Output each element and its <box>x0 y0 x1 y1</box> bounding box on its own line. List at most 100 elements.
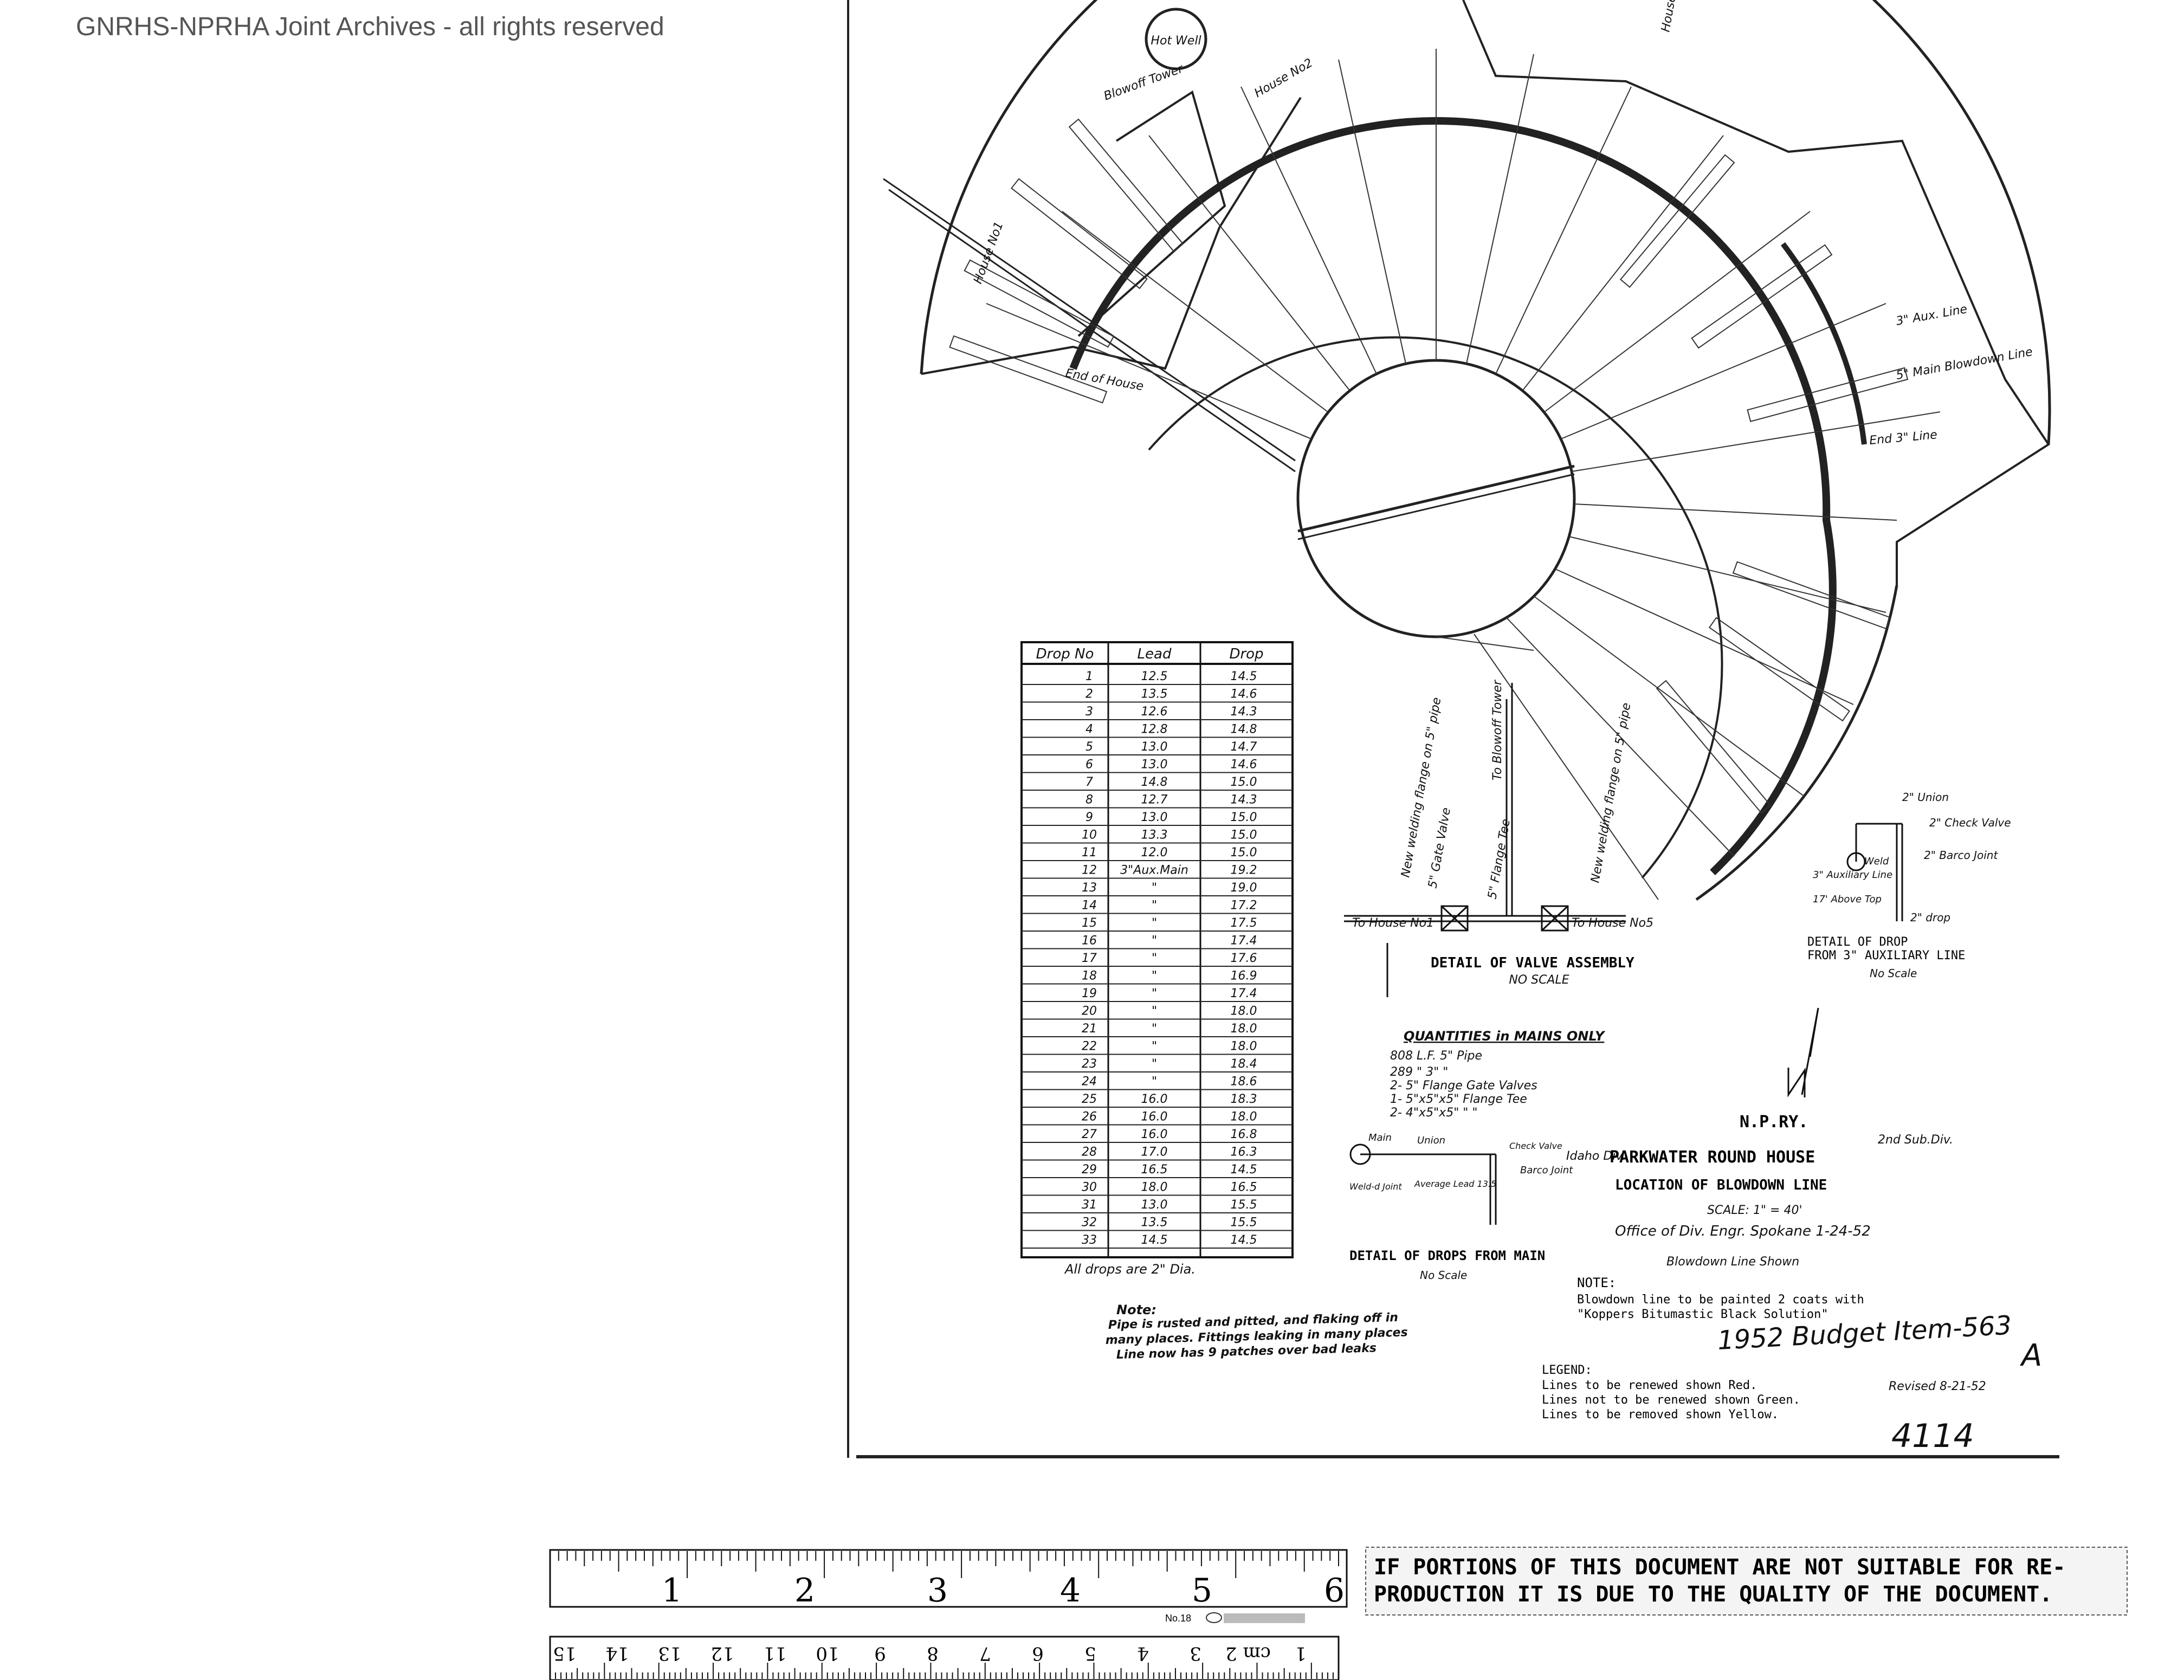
cm-label: 3 <box>1190 1643 1201 1664</box>
note-right-line-2: "Koppers Bitumastic Black Solution" <box>1577 1308 1828 1321</box>
drops-main-title: DETAIL OF DROPS FROM MAIN <box>1349 1248 1545 1263</box>
table-cell-drop-no: 19 <box>1082 987 1097 1000</box>
table-cell-drop-no: 15 <box>1082 916 1097 930</box>
legend-line-2: Lines not to be renewed shown Green. <box>1542 1393 1800 1407</box>
aux-weld-label: Weld <box>1864 856 1889 867</box>
table-cell-drop: 17.4 <box>1231 934 1257 948</box>
note-left: Note: Pipe is rusted and pitted, and fla… <box>1106 1302 1408 1362</box>
table-cell-drop-no: 17 <box>1082 952 1097 965</box>
table-cell-drop-no: 14 <box>1082 899 1097 913</box>
table-cell-lead: " <box>1152 1022 1157 1036</box>
table-cell-drop-no: 23 <box>1082 1057 1097 1071</box>
legend-line-3: Lines to be removed shown Yellow. <box>1542 1408 1779 1421</box>
table-cell-drop-no: 7 <box>1085 776 1093 789</box>
house-5-label: House No5 <box>1659 0 1683 33</box>
table-cell-lead: 13.0 <box>1141 1198 1168 1212</box>
table-cell-drop-no: 22 <box>1082 1040 1097 1054</box>
table-cell-drop: 14.3 <box>1231 705 1257 719</box>
table-cell-drop-no: 29 <box>1082 1163 1097 1177</box>
table-cell-drop-no: 24 <box>1082 1075 1097 1089</box>
table-cell-drop: 14.6 <box>1231 688 1257 701</box>
sheet-border <box>847 0 2059 1458</box>
hot-well-label: Hot Well <box>1151 34 1201 48</box>
table-cell-drop: 16.3 <box>1231 1146 1257 1159</box>
table-cell-lead: 14.5 <box>1141 1233 1168 1247</box>
table-cell-lead: 17.0 <box>1141 1146 1168 1159</box>
aux-line-detail-label: 3" Auxiliary Line <box>1813 869 1892 881</box>
table-cell-drop: 18.0 <box>1231 1022 1257 1036</box>
hot-well: Hot Well <box>1145 8 1207 70</box>
aux-barco-label: 2" Barco Joint <box>1924 849 1998 862</box>
stamp-line-2: PRODUCTION IT IS DUE TO THE QUALITY OF T… <box>1374 1582 2052 1607</box>
cm-label: 4 <box>1137 1643 1149 1664</box>
table-cell-drop-no: 20 <box>1082 1005 1097 1018</box>
inner-wall-arc <box>1148 336 1723 879</box>
table-cell-lead: " <box>1152 987 1157 1000</box>
table-cell-drop-no: 4 <box>1085 723 1093 736</box>
ruler-brand: No.18 <box>1165 1612 1305 1624</box>
aux-detail-title2: FROM 3" AUXILIARY LINE <box>1807 949 1965 962</box>
aux-detail-subtitle: No Scale <box>1870 967 1917 980</box>
quantities-line-2: 289 " 3" " <box>1390 1065 1448 1079</box>
table-cell-lead: 12.5 <box>1141 670 1168 683</box>
cm-label: cm 2 <box>1225 1643 1271 1664</box>
table-cell-lead: 13.5 <box>1141 1216 1168 1230</box>
cm-label: 5 <box>1084 1643 1096 1664</box>
table-cell-drop: 14.6 <box>1231 758 1257 772</box>
drops-union-label: Union <box>1417 1135 1445 1146</box>
table-cell-drop-no: 9 <box>1085 811 1093 824</box>
table-cell-drop-no: 33 <box>1082 1233 1097 1247</box>
table-header-drop: Drop <box>1229 646 1263 662</box>
table-cell-drop-no: 16 <box>1082 934 1097 948</box>
table-cell-drop-no: 2 <box>1085 688 1093 701</box>
radial-tracks <box>986 49 1941 900</box>
cm-label: 6 <box>1032 1643 1044 1664</box>
table-cell-drop: 16.9 <box>1231 970 1257 983</box>
table-cell-lead: 12.6 <box>1141 705 1168 719</box>
table-cell-drop: 17.2 <box>1231 899 1257 913</box>
table-cell-drop-no: 11 <box>1082 846 1097 860</box>
table-cell-drop: 14.7 <box>1231 740 1257 754</box>
note-right-heading: NOTE: <box>1577 1275 1616 1290</box>
cm-label: 12 <box>710 1643 734 1664</box>
north-arrow <box>1787 1007 1819 1097</box>
table-cell-lead: 16.0 <box>1141 1110 1168 1124</box>
main-blowdown-line <box>1069 117 1837 876</box>
aux-line-label: 3" Aux. Line <box>1895 302 1968 328</box>
note-right: NOTE: Blowdown line to be painted 2 coat… <box>1577 1275 1864 1321</box>
table-cell-drop-no: 5 <box>1085 740 1093 754</box>
cm-label: 11 <box>763 1643 786 1664</box>
table-cell-drop: 15.5 <box>1231 1216 1257 1230</box>
table-cell-drop-no: 32 <box>1082 1216 1097 1230</box>
table-footnote: All drops are 2" Dia. <box>1064 1262 1196 1277</box>
quantities-title: QUANTITIES in MAINS ONLY <box>1404 1029 1606 1044</box>
quantities-line-4: 1- 5"x5"x5" Flange Tee <box>1390 1093 1527 1106</box>
drops-main-label: Main <box>1368 1132 1392 1143</box>
valve-assembly-detail: To House No1 To House No5 To Blowoff Tow… <box>1344 679 1653 997</box>
inch-ruler: 1 2 3 4 5 6 <box>549 1549 1348 1610</box>
table-cell-lead: 18.0 <box>1141 1181 1168 1194</box>
table-cell-drop: 18.0 <box>1231 1040 1257 1054</box>
table-cell-drop-no: 1 <box>1085 670 1093 683</box>
quantities-line-5: 2- 4"x5"x5" " " <box>1390 1106 1478 1120</box>
table-cell-drop-no: 6 <box>1085 758 1093 772</box>
tb-revised: Revised 8-21-52 <box>1889 1380 1986 1393</box>
table-cell-lead: 12.7 <box>1141 793 1168 807</box>
flange-label-right: New welding flange on 5" pipe <box>1588 702 1633 884</box>
table-cell-drop: 19.0 <box>1231 881 1257 895</box>
cm-label: 8 <box>927 1643 939 1664</box>
table-cell-lead: " <box>1152 1075 1157 1089</box>
table-cell-lead: " <box>1152 1057 1157 1071</box>
table-cell-lead: " <box>1152 881 1157 895</box>
legend: LEGEND: Lines to be renewed shown Red. L… <box>1542 1364 1800 1421</box>
table-cell-drop-no: 31 <box>1082 1198 1097 1212</box>
main-line-label: 5" Main Blowdown Line <box>1895 345 2034 383</box>
inch-label-1: 1 <box>662 1572 682 1610</box>
inch-label-2: 2 <box>794 1572 815 1610</box>
legend-heading: LEGEND: <box>1542 1364 1592 1377</box>
drops-check-label: Check Valve <box>1509 1141 1562 1151</box>
reproduction-stamp: IF PORTIONS OF THIS DOCUMENT ARE NOT SUI… <box>1365 1547 2128 1616</box>
to-house-5: To House No5 <box>1572 916 1653 930</box>
